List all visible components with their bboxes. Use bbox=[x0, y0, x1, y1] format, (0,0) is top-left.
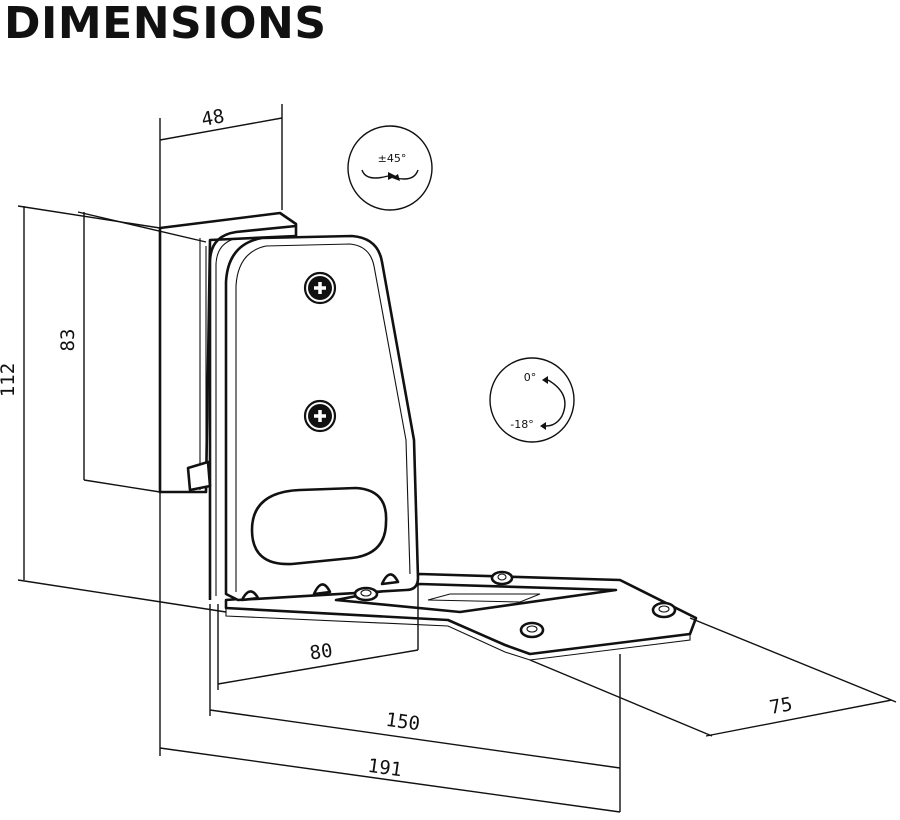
tilt-bottom-label: -18° bbox=[510, 418, 533, 431]
wall-bracket bbox=[158, 211, 698, 661]
page-title: DIMENSIONS bbox=[4, 0, 327, 49]
dim-112-label: 112 bbox=[0, 363, 19, 397]
front-plate-inner bbox=[235, 243, 411, 592]
tilt-arc-icon bbox=[540, 376, 566, 430]
dim-83-label: 83 bbox=[57, 329, 79, 352]
back-wall-plate bbox=[158, 211, 298, 494]
screw-icon bbox=[303, 399, 337, 433]
dimension-lines bbox=[17, 104, 897, 813]
swivel-label: ±45° bbox=[378, 152, 407, 165]
bottom-plate-thickness bbox=[225, 608, 691, 661]
side-tab bbox=[186, 460, 212, 492]
front-plate-inner-edge bbox=[215, 237, 239, 596]
bottom-plate-slot bbox=[427, 593, 541, 603]
dim-75-label: 75 bbox=[768, 693, 794, 719]
dimension-labels: 48 83 112 80 150 191 75 bbox=[0, 105, 794, 781]
front-plate-slot bbox=[250, 486, 388, 566]
rivets bbox=[240, 570, 677, 639]
swivel-badge: ±45° bbox=[347, 125, 433, 211]
front-plate-edge bbox=[208, 224, 297, 600]
dim-191-label: 191 bbox=[366, 755, 403, 782]
tilt-top-label: 0° bbox=[524, 371, 537, 384]
screw-icon bbox=[303, 271, 337, 305]
dim-150-label: 150 bbox=[384, 709, 421, 736]
swivel-arrows-icon bbox=[361, 169, 419, 181]
tilt-badge: 0° -18° bbox=[489, 357, 575, 443]
dim-80-label: 80 bbox=[308, 640, 334, 665]
dim-48-label: 48 bbox=[200, 105, 226, 131]
